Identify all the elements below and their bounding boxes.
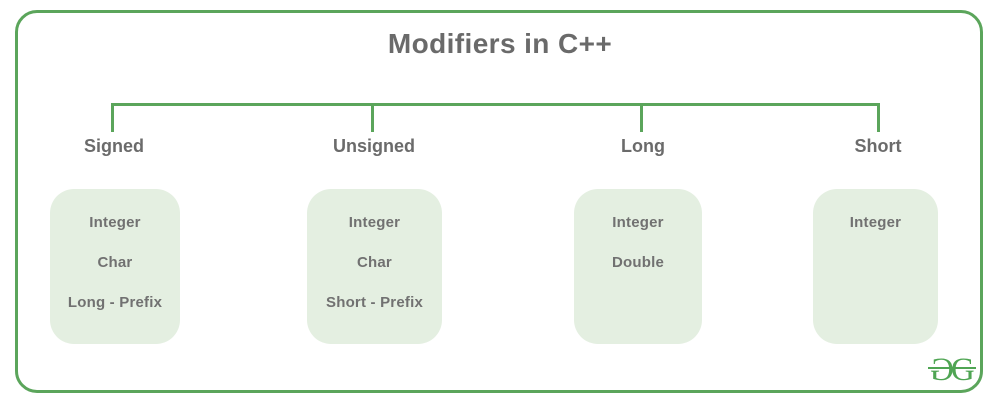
group-label-unsigned: Unsigned <box>332 136 416 156</box>
box-item: Integer <box>849 213 902 231</box>
tree-drop-long <box>640 103 643 132</box>
group-box-long: Integer Double <box>574 189 702 344</box>
logo-g: G <box>950 352 975 388</box>
box-item: Integer <box>348 213 401 231</box>
logo-mirrored-g: G <box>930 352 954 388</box>
box-item: Char <box>97 253 133 271</box>
group-label-long: Long <box>621 136 665 156</box>
logo-crossbar <box>928 367 976 369</box>
box-item: Char <box>357 253 392 271</box>
tree-drop-signed <box>111 103 114 132</box>
box-item: Short - Prefix <box>326 293 423 311</box>
diagram-title: Modifiers in C++ <box>387 28 613 59</box>
geeksforgeeks-logo-icon: GG <box>928 352 976 388</box>
box-item: Long - Prefix <box>67 293 163 311</box>
group-box-unsigned: Integer Char Short - Prefix <box>307 189 442 344</box>
outer-border-frame <box>15 10 983 393</box>
group-label-signed: Signed <box>83 136 145 156</box>
group-label-short: Short <box>854 136 902 156</box>
group-box-signed: Integer Char Long - Prefix <box>50 189 180 344</box>
tree-drop-short <box>877 103 880 132</box>
tree-branch-line <box>111 103 880 106</box>
group-box-short: Integer <box>813 189 938 344</box>
box-item: Integer <box>612 213 664 231</box>
box-item: Double <box>611 253 665 271</box>
box-item: Integer <box>89 213 141 231</box>
tree-drop-unsigned <box>371 103 374 132</box>
